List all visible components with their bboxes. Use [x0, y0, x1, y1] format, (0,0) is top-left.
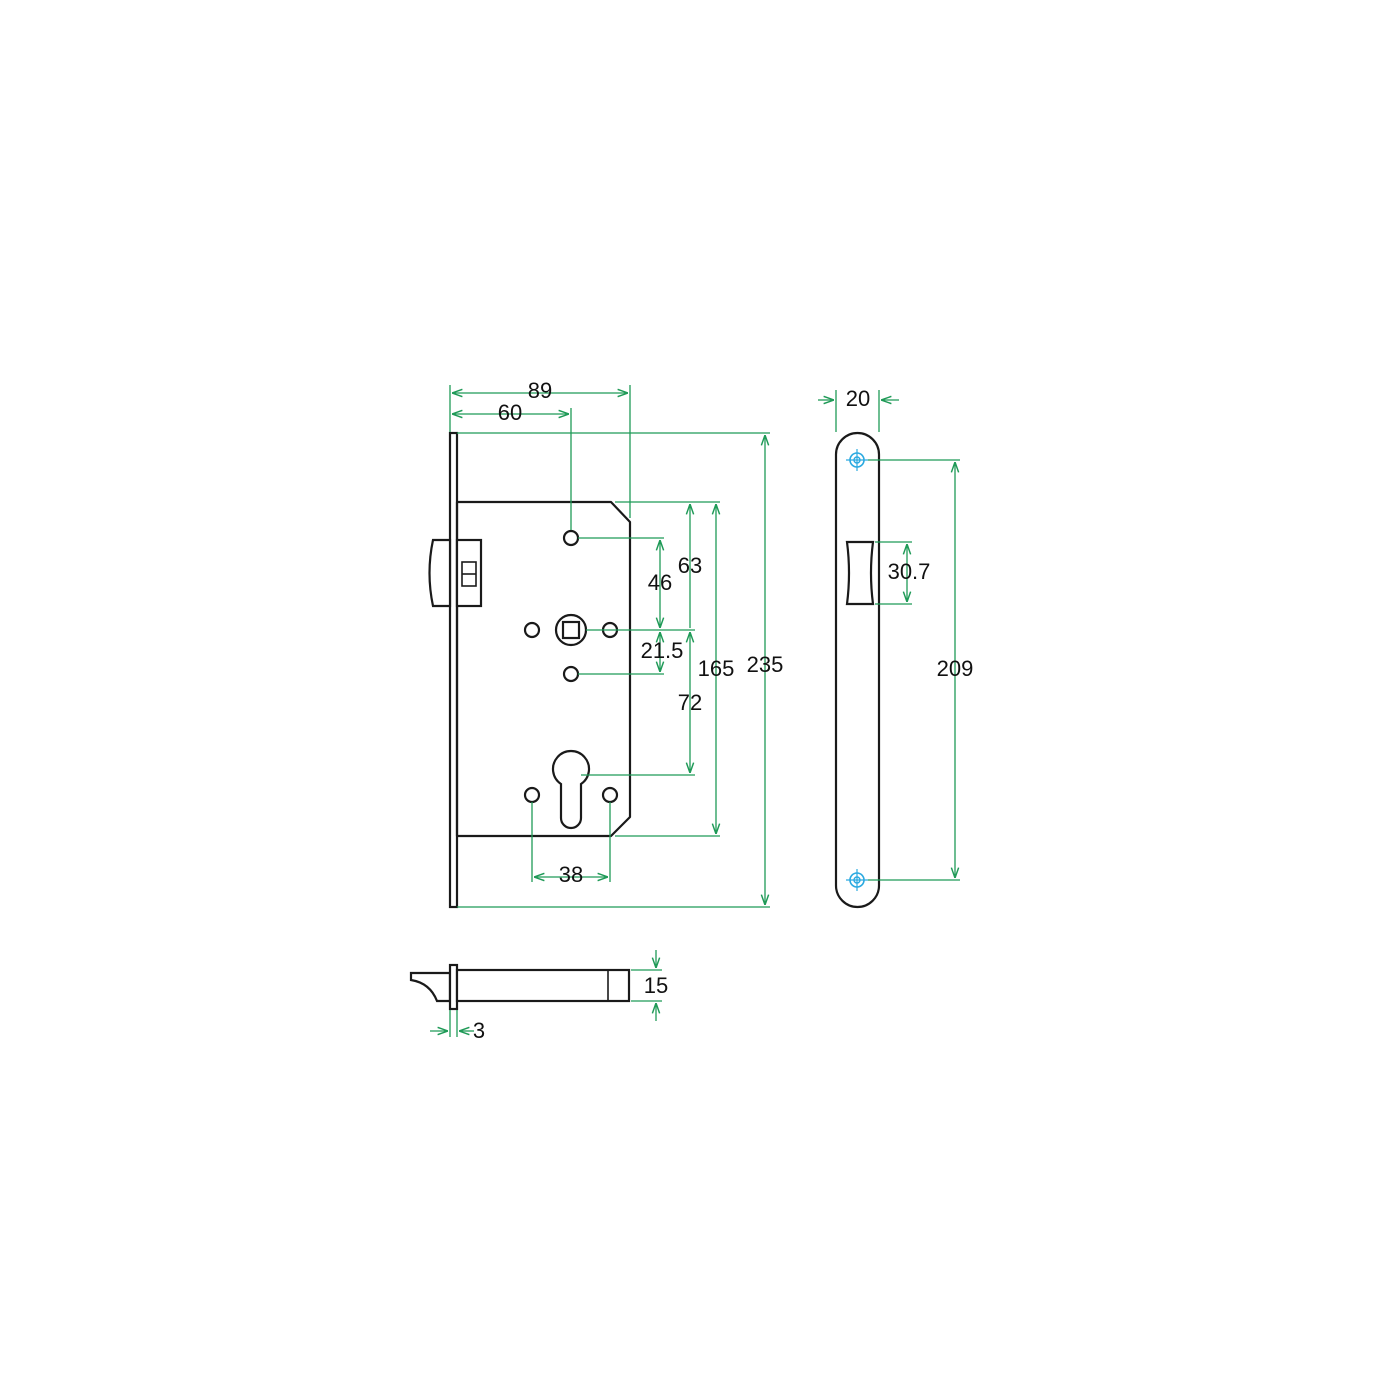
- follower: [554, 613, 588, 647]
- side-view: [834, 431, 881, 909]
- crosshair-screw-icon: [846, 869, 868, 891]
- follower-left-hole: [523, 621, 541, 639]
- dim-46: 46: [648, 570, 672, 595]
- dim-20: 20: [846, 386, 870, 411]
- front-view: [428, 431, 632, 909]
- dim-209: 209: [937, 656, 974, 681]
- crosshair-screw-icon: [846, 449, 868, 471]
- top-dimensions: 15 3: [430, 950, 668, 1043]
- cylinder-right-hole: [601, 786, 619, 804]
- lock-case: [455, 500, 632, 838]
- cylinder-profile: [551, 749, 591, 830]
- lower-hole: [562, 665, 580, 683]
- dim-38: 38: [559, 862, 583, 887]
- dim-60: 60: [498, 400, 522, 425]
- dim-235: 235: [747, 652, 784, 677]
- dim-89: 89: [528, 378, 552, 403]
- dim-63: 63: [678, 553, 702, 578]
- cylinder-left-hole: [523, 786, 541, 804]
- front-dimensions: 89 60 235 165 63 46 21.5 72: [449, 378, 784, 908]
- dim-3: 3: [473, 1018, 485, 1043]
- side-dimensions: 20 30.7 209: [818, 386, 974, 881]
- dim-30-7: 30.7: [888, 559, 931, 584]
- latch-opening: [845, 540, 875, 606]
- dim-72: 72: [678, 690, 702, 715]
- body-top: [455, 968, 631, 1003]
- top-view: [409, 963, 631, 1011]
- top-hole: [562, 529, 580, 547]
- latch-nose-top: [409, 971, 452, 1003]
- dim-15: 15: [644, 973, 668, 998]
- dim-21-5: 21.5: [641, 638, 684, 663]
- latch-bolt: [428, 538, 483, 608]
- dim-165: 165: [698, 656, 735, 681]
- faceplate-side: [834, 431, 881, 909]
